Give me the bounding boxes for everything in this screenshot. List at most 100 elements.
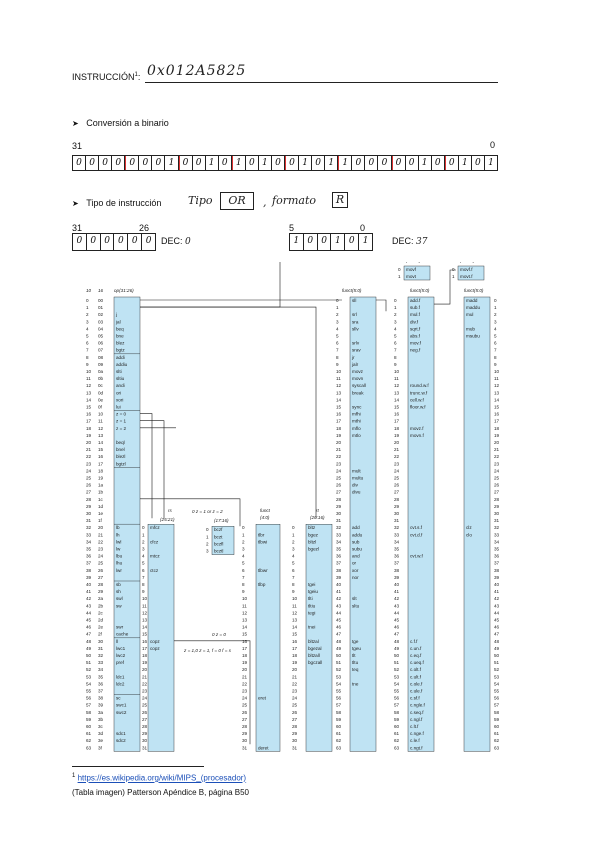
op-cell: bnel [116, 447, 125, 452]
sp2-index: 18 [494, 426, 500, 431]
wikipedia-link[interactable]: https://es.wikipedia.org/wiki/MIPS_(proc… [77, 773, 247, 783]
fp-index: 34 [394, 539, 400, 544]
dec-index: 20 [86, 440, 92, 445]
op-cell: lwc2 [116, 653, 126, 658]
rs-index: 5 [142, 561, 145, 566]
sp2-cell: mub [466, 326, 475, 331]
funct-index: 24 [336, 468, 342, 473]
hex-index: 18 [98, 468, 104, 473]
hex-index: 2c [98, 610, 104, 615]
rt-index: 18 [292, 653, 298, 658]
op-cell: beql [116, 440, 125, 445]
rs-cell: mfcz [150, 525, 160, 530]
rt-cell: tgei [308, 582, 315, 587]
bit-cell: 0 [114, 234, 129, 250]
funct-cell: and [352, 554, 360, 559]
sp2-index: 17 [494, 419, 500, 424]
sp2-index: 23 [494, 461, 500, 466]
section-conversion: ➤ Conversión a binario [72, 118, 169, 128]
dec-index: 46 [86, 625, 92, 630]
op-cell: ldc2 [116, 681, 125, 686]
rs-index: 7 [142, 575, 145, 580]
funct-index: 14 [336, 397, 342, 402]
hex-index: 16 [98, 454, 104, 459]
op-cell: ori [116, 390, 121, 395]
fp-index: 11 [394, 376, 399, 381]
connector-cop0 [140, 413, 153, 519]
op-cell: bgtzl [116, 461, 126, 466]
rt-index: 1 [292, 532, 295, 537]
hex-index: 12 [98, 426, 104, 431]
bit-cell: 0 [87, 234, 101, 250]
sp2-index: 13 [494, 390, 500, 395]
rs-index: 20 [142, 667, 148, 672]
funct-index: 4 [336, 326, 339, 331]
fp-index: 54 [394, 681, 400, 686]
op-cell: lw [116, 547, 121, 552]
fp-cell: c.sf.f [410, 696, 420, 701]
sp2-column [463, 296, 491, 752]
funct-cell: mflo [352, 426, 361, 431]
sp2-index: 49 [494, 646, 500, 651]
funct-dec: DEC: 37 [392, 236, 427, 247]
bit-cell: 0 [219, 156, 232, 170]
rs-index: 17 [142, 646, 148, 651]
rs-index: 27 [142, 717, 148, 722]
cop-index: 6 [242, 568, 245, 573]
sp2-index: 24 [494, 468, 500, 473]
dec-index: 13 [86, 390, 92, 395]
bit-cell: 0 [406, 156, 419, 170]
sp2-index: 21 [494, 447, 500, 452]
cop-index: 14 [242, 625, 248, 630]
op-cell: andi [116, 383, 125, 388]
funct-cell: addu [352, 532, 363, 537]
bit-cell: 1 [206, 156, 219, 170]
funct-index: 26 [336, 483, 342, 488]
fp-index: 36 [394, 554, 400, 559]
dec-index: 32 [86, 525, 92, 530]
fp-index: 55 [394, 689, 400, 694]
rt-index: 13 [292, 618, 298, 623]
fp-cell: c.un.f [410, 646, 422, 651]
fp-column [407, 296, 435, 752]
funct-cell: xor [352, 568, 359, 573]
col-header-hex: 16 [98, 288, 104, 293]
cop-index: 1 [242, 532, 245, 537]
movf-header: (16:16) [460, 262, 475, 263]
fp-index: 32 [394, 525, 400, 530]
dec-index: 33 [86, 532, 92, 537]
fp-cell: c.ngl.f [410, 717, 423, 722]
rt-index: 22 [292, 681, 298, 686]
cop-index: 3 [242, 547, 245, 552]
fp-cell: c.le.f [410, 738, 420, 743]
sp2-index: 1 [494, 305, 497, 310]
dec-index: 19 [86, 433, 92, 438]
dec-index: 53 [86, 674, 92, 679]
sp2-index: 31 [494, 518, 500, 523]
funct-index: 18 [336, 426, 342, 431]
dec-index: 61 [86, 731, 92, 736]
hex-index: 10 [98, 412, 104, 417]
rt-index: 26 [292, 710, 298, 715]
rt-index: 7 [292, 575, 295, 580]
funct-cell: tgeu [352, 646, 361, 651]
bit-cell: 0 [73, 234, 87, 250]
hex-index: 2e [98, 625, 104, 630]
sp2-index: 35 [494, 547, 500, 552]
sp2-index: 38 [494, 568, 500, 573]
hex-index: 06 [98, 341, 104, 346]
bit-cell: 1 [488, 158, 494, 168]
funct-cell: srl [352, 312, 357, 317]
op-cell: beq [116, 326, 124, 331]
hex-index: 14 [98, 440, 104, 445]
cop-range: (4:0) [260, 515, 270, 520]
funct-index: 45 [336, 618, 342, 623]
sp2-index: 37 [494, 561, 500, 566]
op-cell: bgtz [116, 348, 125, 353]
sp2-index: 11 [494, 376, 499, 381]
dec-index: 56 [86, 696, 92, 701]
fp-index: 27 [394, 490, 400, 495]
bit-cell: 0 [139, 156, 153, 170]
rt-index: 2 [292, 539, 295, 544]
